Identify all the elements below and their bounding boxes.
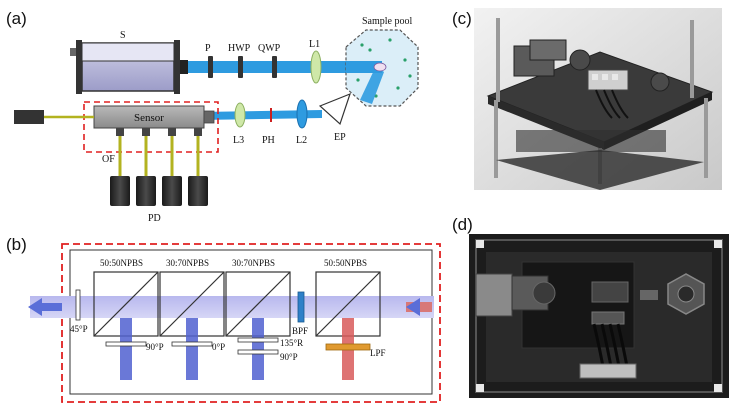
- detector-label: PD: [148, 213, 161, 224]
- lpf-element: [325, 343, 371, 351]
- sensor-label: Sensor: [134, 112, 164, 124]
- beam-band: [30, 296, 434, 318]
- panel-d-label: (d): [452, 215, 473, 234]
- ep-label: EP: [334, 132, 346, 143]
- module-box: [69, 249, 433, 395]
- panel-c: (c): [452, 8, 722, 190]
- input-arrow: [406, 298, 420, 316]
- device-render-c: [486, 18, 714, 190]
- pinhole-label: PH: [262, 135, 275, 146]
- panel-a-label: (a): [6, 9, 27, 28]
- hwp-element: [238, 56, 243, 78]
- pol-90-label: 90°P: [146, 342, 164, 352]
- panel-c-label: (c): [452, 9, 472, 28]
- return-beam: [200, 110, 322, 120]
- bpf-element: [297, 291, 305, 323]
- splitter-1-label: 50:50NPBS: [100, 258, 143, 268]
- bpf-label: BPF: [292, 326, 308, 336]
- ret-135-label: 135°R: [280, 338, 303, 348]
- photodetectors: [110, 176, 208, 206]
- splitter-2-label: 30:70NPBS: [166, 258, 209, 268]
- ep-prism: [318, 92, 351, 126]
- lens-1: [310, 50, 322, 84]
- pol-45-label: 45°P: [70, 324, 88, 334]
- qwp-label: QWP: [258, 43, 281, 54]
- device-render-d: [475, 239, 723, 393]
- panel-a: (a) S P HWP QWP L1: [6, 9, 419, 224]
- pol-90b-label: 90°P: [280, 352, 298, 362]
- output-beam-2: [186, 318, 198, 380]
- fiber-bundle: [116, 128, 202, 176]
- qwp-element: [272, 56, 277, 78]
- splitter-4-label: 50:50NPBS: [324, 258, 367, 268]
- output-arrow: [28, 298, 42, 316]
- sensor-dashed-box: [83, 101, 219, 153]
- lens-1-label: L1: [309, 39, 320, 50]
- polarizer-label: P: [205, 43, 211, 54]
- laser-source: [70, 40, 188, 94]
- pol-0-label: 0°P: [212, 342, 225, 352]
- polarizer-element: [208, 56, 213, 78]
- lens-3: [234, 102, 246, 128]
- pol-45-element: [75, 289, 81, 321]
- main-beam: [188, 61, 346, 73]
- pinhole: [270, 108, 272, 122]
- splitter-3-label: 30:70NPBS: [232, 258, 275, 268]
- sample-pool-label: Sample pool: [362, 16, 412, 27]
- panel-d: (d): [452, 215, 729, 398]
- panel-b-label: (b): [6, 235, 27, 254]
- panel-b: (b) 50:50NPBS 30:70NPBS 30:70NPBS 50:50N…: [6, 235, 441, 403]
- sensor-connector: [14, 110, 44, 124]
- lens-2: [296, 99, 308, 129]
- sample-pool: [345, 29, 419, 107]
- lens-2-label: L2: [296, 135, 307, 146]
- module-dashed-box: [61, 243, 441, 403]
- output-beam-1: [120, 318, 132, 380]
- source-label: S: [120, 30, 126, 41]
- hwp-label: HWP: [228, 43, 251, 54]
- fiber-label: OF: [102, 154, 115, 165]
- lens-3-label: L3: [233, 135, 244, 146]
- output-beam-3: [252, 318, 264, 380]
- lpf-label: LPF: [370, 348, 386, 358]
